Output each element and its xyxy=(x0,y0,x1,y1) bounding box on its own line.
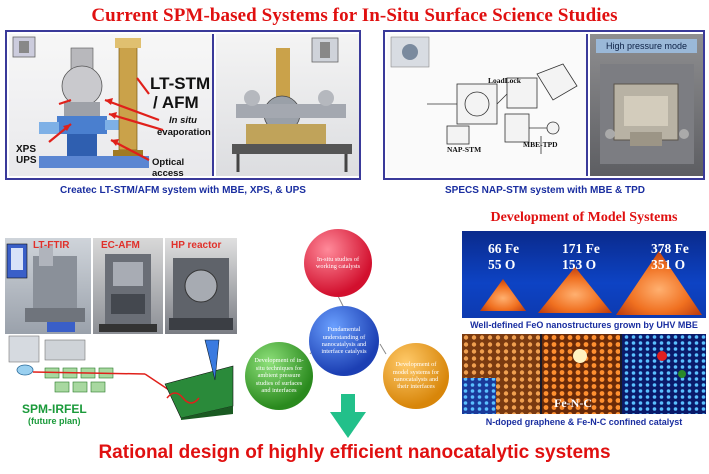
cluster-1-o: 55 O xyxy=(488,257,516,272)
cluster-2-fe: 171 Fe xyxy=(562,241,600,256)
fe-n-c-label: Fe-N-C xyxy=(554,396,592,410)
spm-irfel-schematic xyxy=(8,335,234,420)
high-pressure-photo: High pressure mode xyxy=(590,34,703,176)
createc-chamber-photo xyxy=(216,34,359,176)
equipment-photos: LT-FTIR EC-AFM HP reactor xyxy=(5,238,237,420)
xps-text: XPS xyxy=(16,144,37,155)
cluster-2-o: 153 O xyxy=(562,257,597,272)
lt-ftir-label: LT-FTIR xyxy=(33,240,70,251)
lt-ftir-illustration xyxy=(6,243,85,332)
feo-triangles-illustration xyxy=(480,251,702,315)
lt-stm-text: LT-STM xyxy=(150,74,211,93)
cluster-1-fe: 66 Fe xyxy=(488,241,520,256)
bottom-title: Rational design of highly efficient nano… xyxy=(98,442,611,463)
hp-reactor-label: HP reactor xyxy=(171,240,222,251)
evaporation-label: evaporation xyxy=(157,127,211,138)
ec-afm-label: EC-AFM xyxy=(101,240,140,251)
insitu-label: In situ xyxy=(169,115,197,126)
graphene-stm-illustration xyxy=(462,334,706,414)
insitu-techniques-node: Development of in-situ techniques for am… xyxy=(245,342,313,410)
loadlock-label: LoadLock xyxy=(488,76,521,85)
cluster-3-label: 378 Fe 351 O xyxy=(651,241,689,273)
cluster-1-label: 66 Fe 55 O xyxy=(488,241,519,273)
model-systems-title: Development of Model Systems xyxy=(490,210,678,225)
createc-caption: Createc LT-STM/AFM system with MBE, XPS,… xyxy=(60,185,306,196)
createc-panel: LT-STM / AFM XPS UPS In situ evaporation… xyxy=(5,30,361,180)
stm-apparatus-illustration xyxy=(12,36,164,168)
ndoped-caption: N-doped graphene & Fe-N-C confined catal… xyxy=(485,417,683,427)
chamber-3d-illustration xyxy=(232,37,352,172)
model-systems-node: Development of model systems for nanocat… xyxy=(383,343,449,409)
fundamental-understanding-node: Fundamental understanding of nanocatalys… xyxy=(309,306,379,376)
afm-text: / AFM xyxy=(153,93,199,112)
optical-access-label: Optical access xyxy=(152,157,185,176)
feo-caption: Well-defined FeO nanostructures grown by… xyxy=(470,320,698,330)
mbe-tpd-label: MBE-TPD xyxy=(523,140,558,149)
cluster-3-o: 351 O xyxy=(651,257,686,272)
specs-schematic: LoadLock NAP-STM MBE-TPD xyxy=(387,34,588,176)
lt-stm-afm-label: LT-STM / AFM xyxy=(150,74,210,112)
spm-irfel-label: SPM-IRFEL xyxy=(22,402,87,416)
specs-caption: SPECS NAP-STM system with MBE & TPD xyxy=(444,185,646,196)
feo-nanostructures-image: 66 Fe 55 O 171 Fe 153 O 378 Fe 351 O xyxy=(462,231,706,318)
createc-stm-photo: LT-STM / AFM XPS UPS In situ evaporation… xyxy=(9,34,214,176)
specs-panel: LoadLock NAP-STM MBE-TPD High pressure m… xyxy=(383,30,705,180)
high-pressure-cell-illustration xyxy=(600,64,694,164)
future-plan-label: (future plan) xyxy=(28,416,81,426)
page-title: Current SPM-based Systems for In-Situ Su… xyxy=(91,5,618,26)
high-pressure-mode-label: High pressure mode xyxy=(596,39,697,53)
graphene-image: Fe-N-C xyxy=(462,334,706,414)
ups-text: UPS xyxy=(16,155,37,166)
ec-afm-illustration xyxy=(99,254,157,332)
hp-reactor-illustration xyxy=(169,258,233,330)
specs-schematic-illustration xyxy=(390,36,578,154)
ec-afm-photo: EC-AFM xyxy=(93,238,163,334)
hp-reactor-photo: HP reactor xyxy=(165,238,237,334)
cluster-2-label: 171 Fe 153 O xyxy=(562,241,600,273)
insitu-studies-node: In-situ studies of working catalysts xyxy=(304,229,372,297)
lt-ftir-photo: LT-FTIR xyxy=(5,238,91,334)
cluster-3-fe: 378 Fe xyxy=(651,241,689,256)
xps-ups-label: XPS UPS xyxy=(16,144,37,166)
nap-stm-label: NAP-STM xyxy=(447,145,482,154)
